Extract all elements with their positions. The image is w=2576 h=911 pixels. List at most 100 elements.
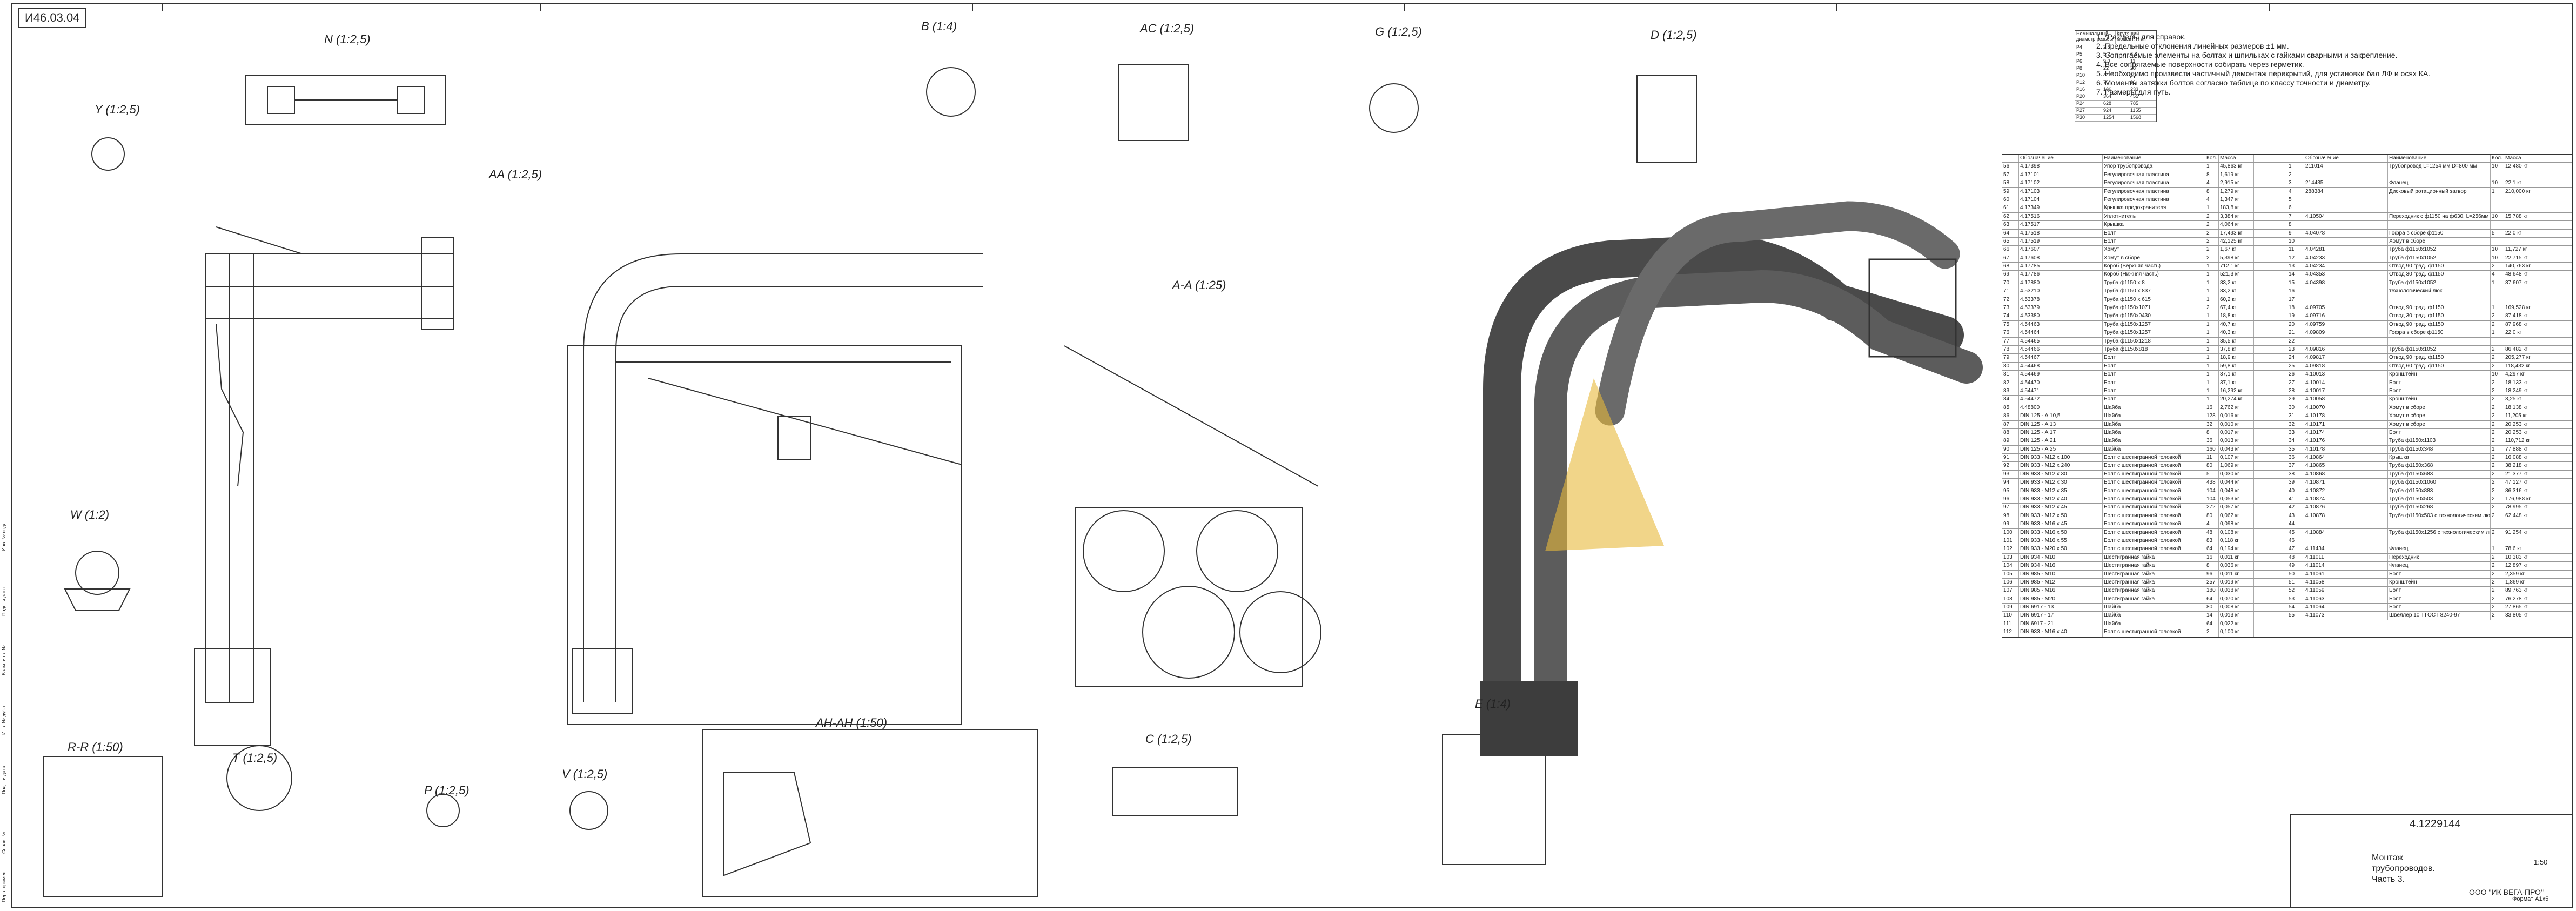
bom-cell: 96 (2002, 495, 2019, 504)
bom-cell: Труба ф1150х1052 (2388, 345, 2491, 354)
bom-cell: 0,013 кг (2219, 437, 2254, 445)
bom-cell: 20,253 кг (2504, 420, 2539, 428)
bom-cell: 72 (2002, 296, 2019, 304)
bom-cell: 14 (2205, 612, 2219, 620)
torque-table-cell: 628 (2102, 101, 2129, 107)
bom-cell: 2,359 кг (2504, 570, 2539, 578)
bom-cell: 11,205 кг (2504, 412, 2539, 420)
bom-cell: 2 (2205, 237, 2219, 246)
bom-cell: 41 (2287, 495, 2304, 504)
bom-cell: 7 (2287, 212, 2304, 221)
bom-cell: Болт (2103, 379, 2205, 387)
bom-cell: Болт (2388, 595, 2491, 604)
bom-cell: 49 (2287, 562, 2304, 570)
bom-cell (2388, 296, 2491, 304)
bom-cell: 51 (2287, 578, 2304, 587)
bom-cell: Шестигранная гайка (2103, 562, 2205, 570)
torque-table-cell: 5,2 (2102, 51, 2129, 58)
bom-cell: Уплотнитель (2103, 212, 2205, 221)
bom-cell: 10 (2491, 212, 2504, 221)
bom-cell: 9 (2287, 229, 2304, 237)
bom-cell: Отвод 90 град. ф1150 (2388, 320, 2491, 329)
bom-cell: Регулировочная пластина (2103, 187, 2205, 196)
bom-cell: 47 (2287, 545, 2304, 553)
bom-cell: DIN 125 - А 21 (2019, 437, 2103, 445)
bom-cell: 2 (2491, 379, 2504, 387)
bom-cell (2491, 204, 2504, 212)
bom-cell: 1 (2287, 163, 2304, 171)
bom-cell: Крышка (2103, 221, 2205, 229)
bom-cell: 3 (2287, 179, 2304, 187)
bom-cell: 1 (2205, 287, 2219, 296)
bom-cell: 13 (2287, 263, 2304, 271)
bom-cell: 16,088 кг (2504, 454, 2539, 462)
bom-cell: 4.04398 (2304, 279, 2388, 287)
torque-table-cell: Р8 (2075, 65, 2102, 72)
bom-cell: 1,67 кг (2219, 246, 2254, 254)
bom-cell: 104 (2205, 495, 2219, 504)
bom-cell: 211014 (2304, 163, 2388, 171)
highlight-triangle (1545, 378, 1664, 551)
bom-cell: 5 (2205, 470, 2219, 479)
bom-cell: 1,069 кг (2219, 462, 2254, 470)
torque-table-cell: 22 (2102, 65, 2129, 72)
bom-cell: 11,727 кг (2504, 246, 2539, 254)
bom-cell: 1 (2491, 279, 2504, 287)
bom-cell (2388, 221, 2491, 229)
bom-cell: Шайба (2103, 412, 2205, 420)
bom-cell: 37,1 кг (2219, 371, 2254, 379)
torque-table-cell: 2,6 (2102, 44, 2129, 51)
bom-cell: DIN 933 - М20 х 50 (2019, 545, 2103, 553)
bom-cell: Труба ф1150х1103 (2388, 437, 2491, 445)
bom-cell (2491, 520, 2504, 528)
bom-cell: 4.53378 (2019, 296, 2103, 304)
bom-cell: 0,030 кг (2219, 470, 2254, 479)
bom-cell: 48 (2287, 553, 2304, 562)
bom-cell: DIN 933 - М12 х 50 (2019, 512, 2103, 520)
bom-cell: Труба ф1150х1060 (2388, 479, 2491, 487)
bom-cell: 36 (2205, 437, 2219, 445)
n-view-detail (245, 75, 446, 125)
bom-cell: 81 (2002, 371, 2019, 379)
bom-header-cell: Наименование (2103, 155, 2205, 163)
middle-elevation-view (567, 253, 983, 725)
bom-cell: 2 (2491, 396, 2504, 404)
bom-cell: 4.09818 (2304, 362, 2388, 371)
bom-cell: 0,022 кг (2219, 620, 2254, 628)
bom-cell: 64 (2205, 545, 2219, 553)
bom-cell: DIN 933 - М12 х 100 (2019, 454, 2103, 462)
bom-cell: Регулировочная пластина (2103, 196, 2205, 204)
bom-cell: 5,398 кг (2219, 254, 2254, 263)
bom-cell: Труба ф1150х1256 с технологическим люком (2388, 528, 2491, 537)
bom-cell: 4.17519 (2019, 237, 2103, 246)
bom-cell: Шайба (2103, 604, 2205, 612)
bom-cell: 16 (2287, 287, 2304, 296)
bom-cell: 4.11061 (2304, 570, 2388, 578)
bom-cell: 4.17516 (2019, 212, 2103, 221)
bom-cell: Шайба (2103, 612, 2205, 620)
p-view-detail (426, 794, 460, 827)
bom-cell: 4.17785 (2019, 263, 2103, 271)
bom-cell: Дисковый ротационный затвор (2388, 187, 2491, 196)
bom-cell: 4.10878 (2304, 512, 2388, 520)
bom-cell: Хомут в сборе (2388, 420, 2491, 428)
bom-cell: 40,3 кг (2219, 329, 2254, 337)
bom-cell: 4.54464 (2019, 329, 2103, 337)
note-item: 5. Необходимо произвести частичный демон… (2096, 69, 2431, 78)
bom-cell: Труба ф1150 х 837 (2103, 287, 2205, 296)
bom-cell: 33,805 кг (2504, 612, 2539, 620)
bom-cell: 90 (2002, 445, 2019, 454)
bom-cell: Шестигранная гайка (2103, 553, 2205, 562)
bom-cell: 1 (2205, 163, 2219, 171)
bom-cell: 76,278 кг (2504, 595, 2539, 604)
bom-cell: 0,038 кг (2219, 587, 2254, 595)
